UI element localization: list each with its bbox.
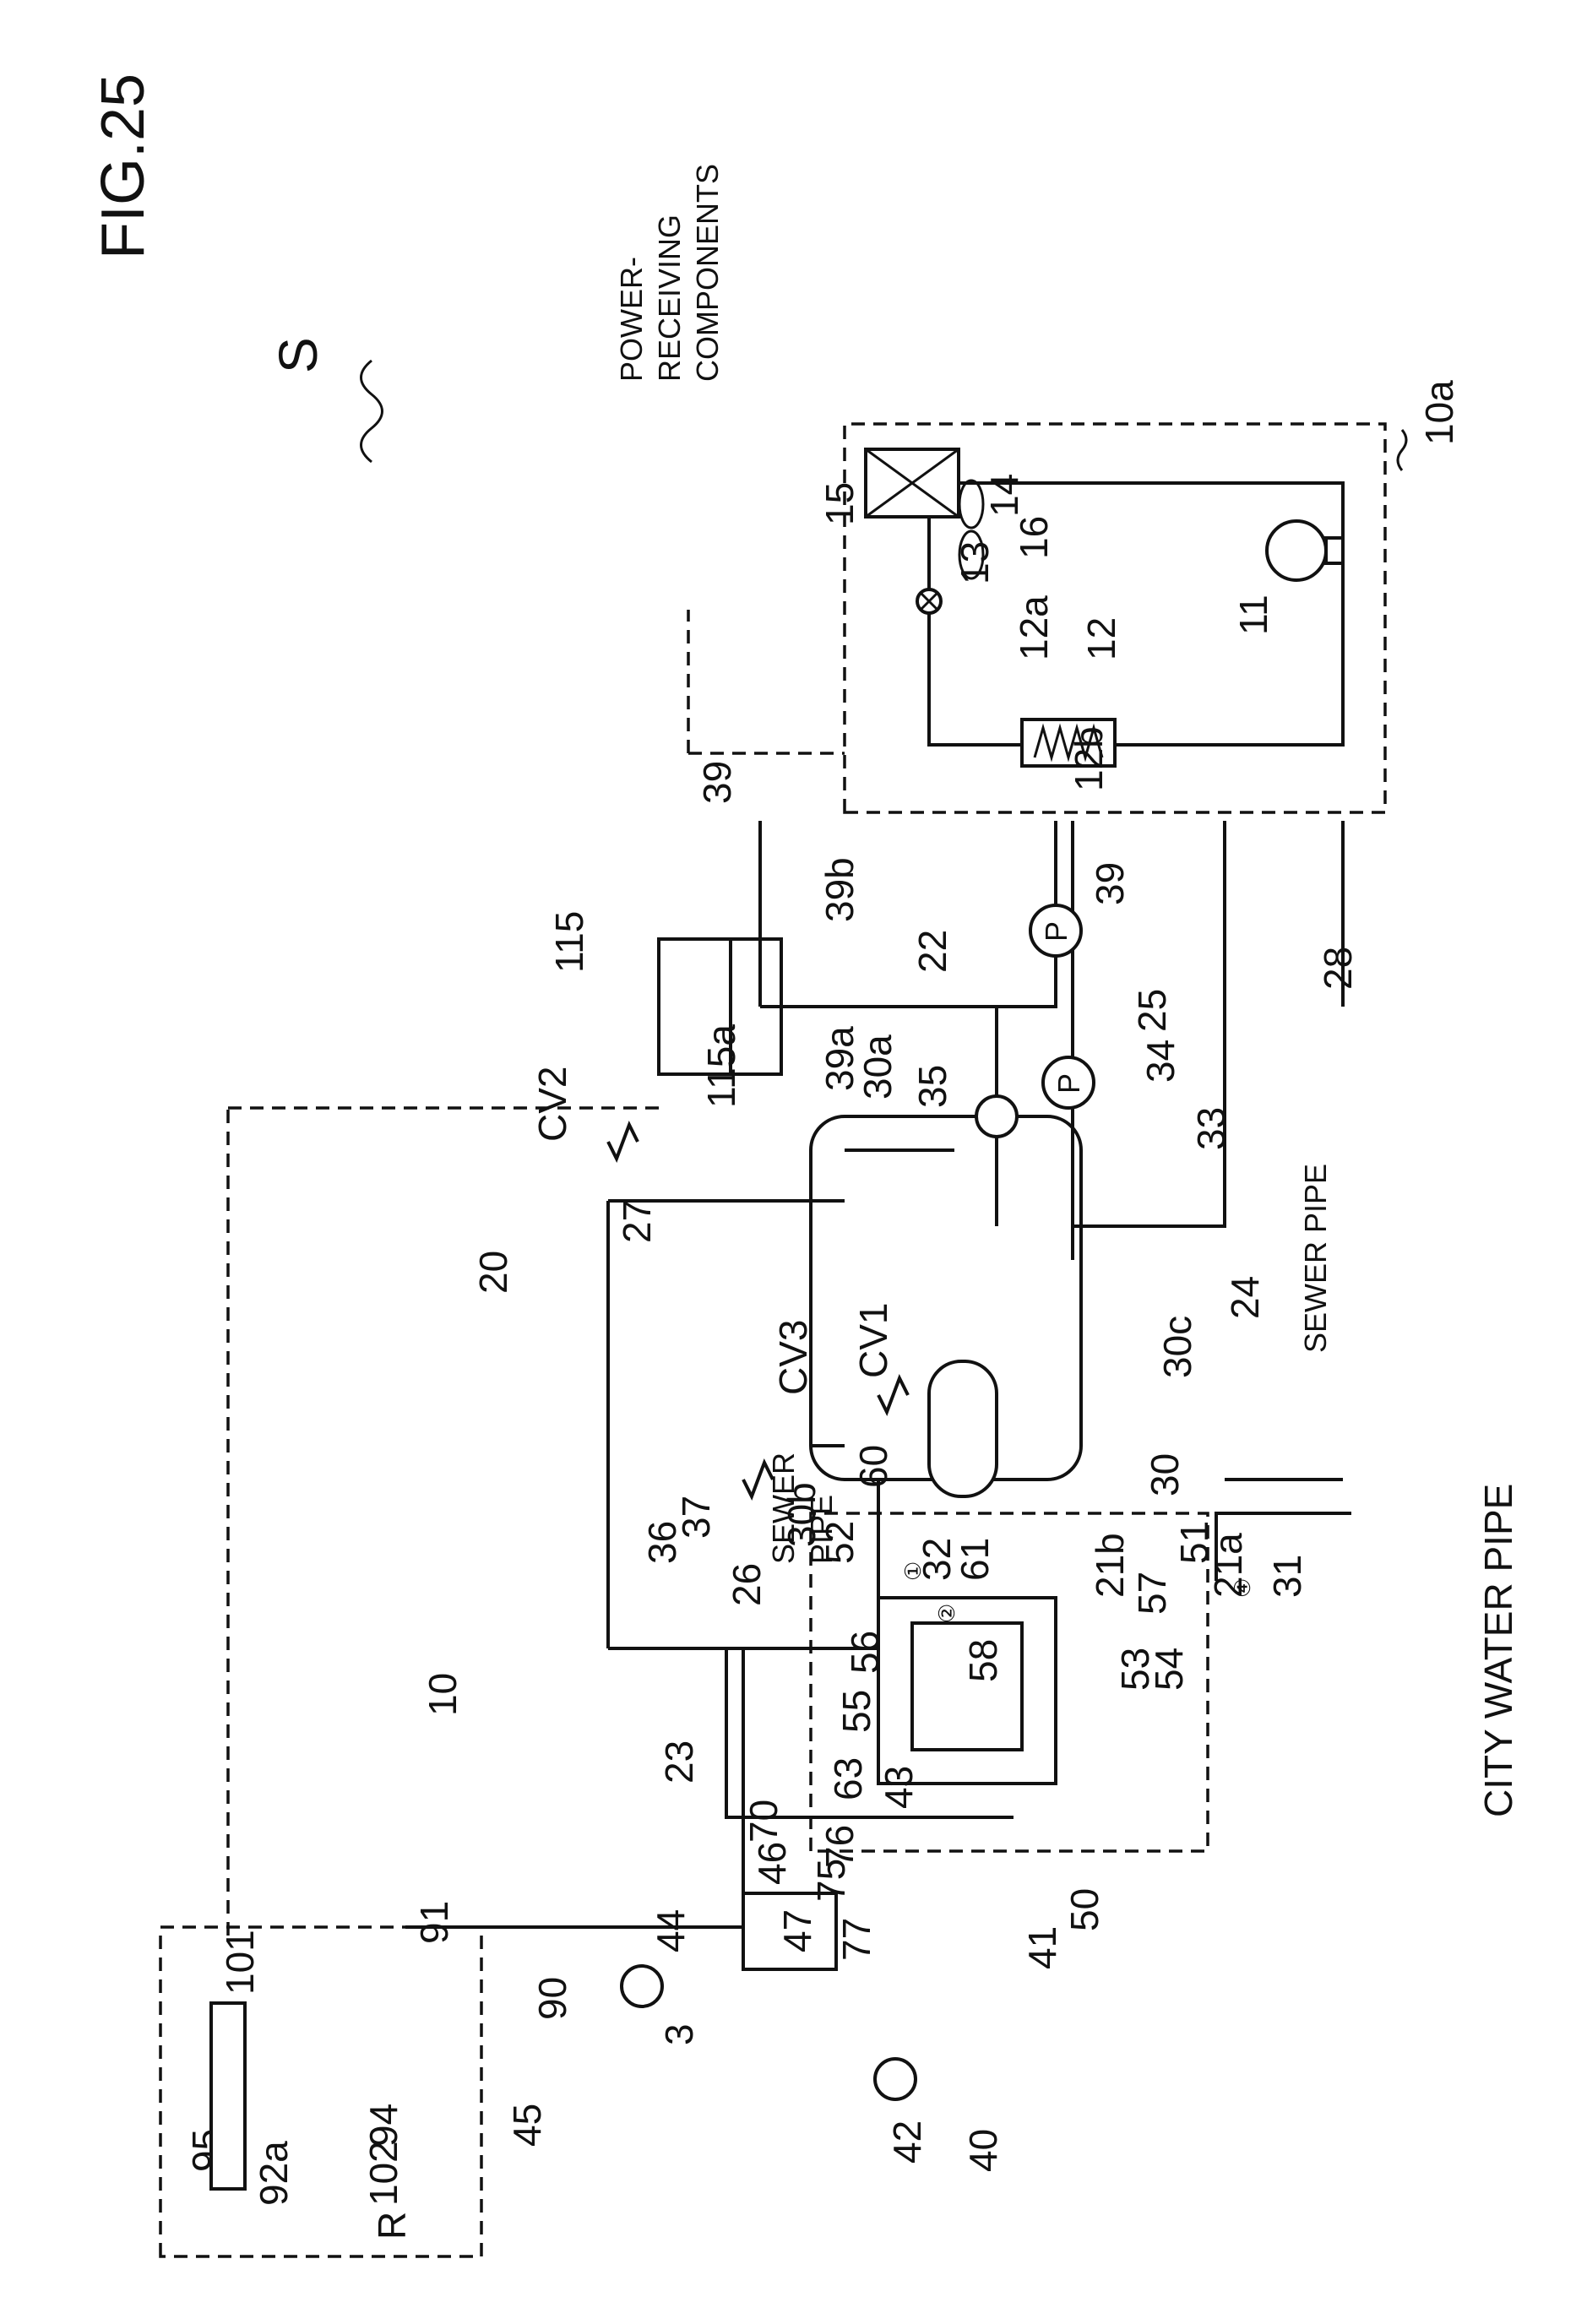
ref-30a: 30a bbox=[856, 1034, 899, 1100]
ref-35: 35 bbox=[910, 1065, 954, 1108]
power-line-1: POWER- bbox=[614, 257, 649, 382]
ref-cv1: CV1 bbox=[851, 1303, 895, 1378]
ref-42: 42 bbox=[885, 2120, 929, 2164]
ref-12b: 12b bbox=[1067, 726, 1111, 791]
ref-39b: 39b bbox=[818, 857, 861, 922]
leader-10a bbox=[1398, 430, 1406, 470]
sewer-mid-1: SEWER bbox=[766, 1452, 801, 1564]
ref-11: 11 bbox=[1231, 595, 1275, 635]
controller-115: 115 115a 39 39b 39a bbox=[228, 761, 861, 1936]
check-valve-cv2 bbox=[608, 1125, 638, 1159]
ref-R: R bbox=[370, 2212, 414, 2240]
power-line-3: COMPONENTS bbox=[690, 164, 725, 382]
system-label: S bbox=[268, 337, 329, 373]
ref-12a: 12a bbox=[1012, 595, 1056, 660]
heat-pump-unit-10a: 10a 12a 12 12b 11 13 14 16 15 bbox=[818, 380, 1461, 812]
ref-50: 50 bbox=[1062, 1888, 1106, 1931]
ref-58: 58 bbox=[961, 1639, 1005, 1682]
fan-blade-2 bbox=[959, 481, 983, 528]
ref-31: 31 bbox=[1265, 1555, 1309, 1598]
ref-44: 44 bbox=[649, 1909, 693, 1952]
unit-91: 91 95 92a 94 101 102 R bbox=[160, 1901, 481, 2256]
port-p4-a: ④ bbox=[1230, 1578, 1255, 1598]
ref-30: 30 bbox=[1143, 1453, 1187, 1496]
ref-77: 77 bbox=[834, 1918, 878, 1961]
ref-75: 75 bbox=[809, 1859, 853, 1902]
ref-39: 39 bbox=[695, 761, 739, 804]
compressor-base bbox=[1326, 538, 1343, 563]
faucet-3 bbox=[622, 1966, 662, 2006]
ref-21b: 21b bbox=[1088, 1533, 1132, 1598]
ref-26: 26 bbox=[725, 1563, 769, 1606]
pump-39-p: P bbox=[1039, 921, 1073, 942]
unit-50: 50 60 61 63 55 56 57 58 53 54 52 51 21a … bbox=[811, 1445, 1520, 1931]
sewer-pipe-label: SEWER PIPE bbox=[1298, 1164, 1333, 1353]
ref-56: 56 bbox=[843, 1631, 887, 1674]
ref-33: 33 bbox=[1189, 1107, 1233, 1150]
compressor-11 bbox=[1267, 521, 1326, 580]
refrigerant-loop bbox=[929, 483, 1343, 745]
power-receiving-label: POWER- RECEIVING COMPONENTS bbox=[614, 164, 845, 753]
ref-25: 25 bbox=[1130, 989, 1174, 1032]
ref-45: 45 bbox=[505, 2104, 549, 2147]
ref-115a: 115a bbox=[699, 1024, 743, 1108]
ref-15: 15 bbox=[818, 482, 861, 525]
ref-57: 57 bbox=[1130, 1572, 1174, 1615]
ref-70: 70 bbox=[742, 1800, 785, 1843]
ref-10: 10 bbox=[421, 1673, 465, 1716]
ref-39p: 39 bbox=[1088, 862, 1132, 905]
system-leader bbox=[361, 361, 383, 462]
ref-34: 34 bbox=[1139, 1040, 1182, 1083]
tank-41 bbox=[929, 1361, 997, 1496]
ref-10a: 10a bbox=[1417, 380, 1461, 445]
ref-cv2: CV2 bbox=[530, 1067, 574, 1142]
ref-55: 55 bbox=[834, 1690, 878, 1733]
ref-52: 52 bbox=[818, 1521, 861, 1564]
port-p2-a: ② bbox=[934, 1604, 959, 1623]
ref-23: 23 bbox=[657, 1740, 701, 1784]
ref-91: 91 bbox=[412, 1901, 456, 1944]
bath-fixture bbox=[211, 2003, 245, 2189]
city-water-label: CITY WATER PIPE bbox=[1476, 1484, 1520, 1817]
ref-14: 14 bbox=[982, 474, 1026, 517]
ref-54: 54 bbox=[1147, 1648, 1191, 1691]
ref-28: 28 bbox=[1316, 947, 1360, 990]
ref-36: 36 bbox=[640, 1521, 684, 1564]
figure-title: FIG.25 bbox=[90, 73, 157, 259]
ref-24: 24 bbox=[1223, 1276, 1267, 1319]
ref-90: 90 bbox=[530, 1977, 574, 2020]
ref-60: 60 bbox=[851, 1445, 895, 1488]
ref-30c: 30c bbox=[1155, 1316, 1199, 1378]
ref-63: 63 bbox=[826, 1757, 870, 1800]
port-p1-a: ① bbox=[900, 1561, 926, 1581]
ref-102: 102 bbox=[361, 2141, 405, 2206]
ref-20: 20 bbox=[471, 1251, 515, 1294]
ref-47: 47 bbox=[775, 1909, 819, 1952]
three-way-valve-35 bbox=[976, 1096, 1017, 1137]
ref-12: 12 bbox=[1079, 617, 1123, 660]
ref-43: 43 bbox=[877, 1766, 921, 1809]
ref-22: 22 bbox=[910, 930, 954, 973]
ref-61: 61 bbox=[953, 1538, 997, 1581]
ref-cv3: CV3 bbox=[771, 1320, 815, 1395]
three-way-valve-42 bbox=[875, 2059, 916, 2099]
ref-46: 46 bbox=[750, 1842, 794, 1885]
pump-34-p: P bbox=[1052, 1073, 1086, 1094]
ref-101: 101 bbox=[218, 1930, 262, 1995]
ref-27: 27 bbox=[615, 1200, 659, 1243]
ref-16: 16 bbox=[1012, 516, 1056, 559]
ref-41: 41 bbox=[1020, 1926, 1064, 1969]
ref-40: 40 bbox=[961, 2129, 1005, 2172]
ref-92a: 92a bbox=[252, 2141, 296, 2206]
ref-3: 3 bbox=[657, 2023, 701, 2045]
power-line-2: RECEIVING bbox=[652, 214, 687, 382]
ref-115: 115 bbox=[547, 911, 591, 973]
unit-91-boundary bbox=[160, 1927, 481, 2256]
